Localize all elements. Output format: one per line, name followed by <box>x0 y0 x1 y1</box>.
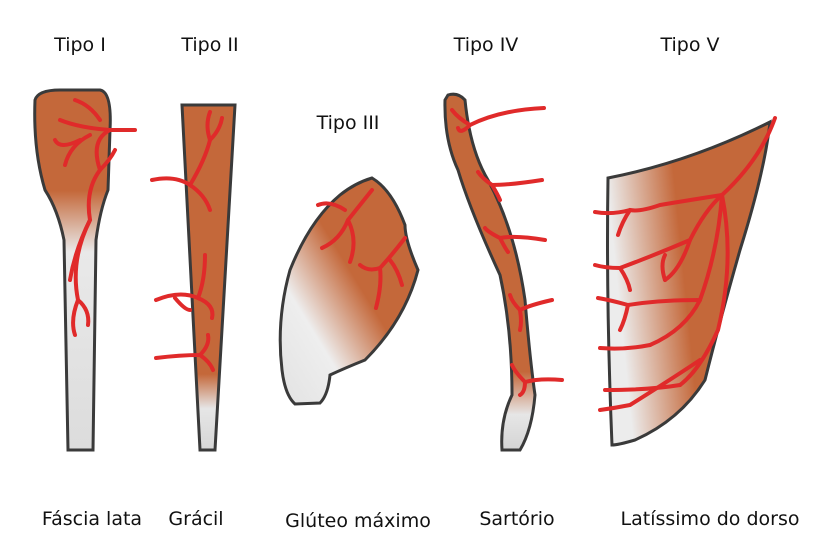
fascia-lata-muscle <box>35 90 135 450</box>
latissimus-dorsi-muscle <box>595 118 775 445</box>
gluteus-maximus-muscle <box>280 178 418 404</box>
sartorius-muscle <box>445 94 562 450</box>
gracilis-muscle <box>152 105 235 450</box>
